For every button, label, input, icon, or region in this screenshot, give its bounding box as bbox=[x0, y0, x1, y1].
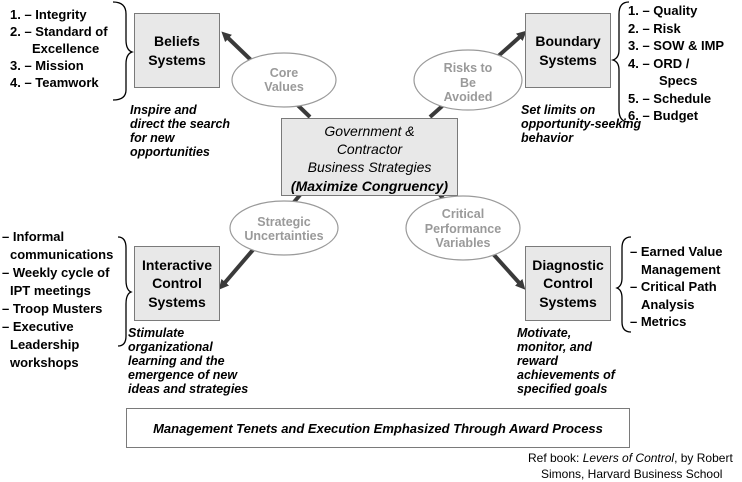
list-item: – Metrics bbox=[630, 314, 687, 329]
interactive-description: Stimulate organizational learning and th… bbox=[128, 326, 249, 396]
list-item: workshops bbox=[10, 355, 79, 370]
list-item: 1. – Integrity bbox=[10, 7, 87, 22]
ellipse-core-values bbox=[231, 52, 337, 108]
list-item: – Executive bbox=[2, 319, 74, 334]
list-item: – Earned Value bbox=[630, 244, 723, 259]
boundary-list: 1. – Quality 2. – Risk 3. – SOW & IMP 4.… bbox=[628, 2, 724, 125]
list-item: 4. – ORD / bbox=[628, 55, 690, 71]
list-item: communications bbox=[10, 247, 114, 262]
list-item: – Critical Path bbox=[630, 279, 717, 294]
diagnostic-list: – Earned Value Management – Critical Pat… bbox=[630, 243, 723, 331]
ellipse-critical bbox=[405, 195, 521, 261]
list-item: 2. – Standard of bbox=[10, 24, 108, 39]
ellipse-strategic bbox=[229, 200, 339, 256]
list-item: – Weekly cycle of bbox=[2, 265, 110, 280]
list-item: 5. – Schedule bbox=[628, 90, 712, 106]
beliefs-description: Inspire and direct the search for new op… bbox=[130, 103, 231, 159]
center-strategy-box: Government & Contractor Business Strateg… bbox=[281, 118, 458, 196]
boundary-description: Set limits on opportunity-seeking behavi… bbox=[521, 103, 642, 145]
bracket-interactive bbox=[117, 236, 133, 347]
list-item: 3. – SOW & IMP bbox=[628, 38, 725, 53]
beliefs-list: 1. – Integrity 2. – Standard of Excellen… bbox=[10, 6, 108, 91]
diagnostic-description: Motivate, monitor, and reward achievemen… bbox=[517, 326, 615, 396]
reference-note: Ref book: Levers of Control, by Robert S… bbox=[528, 451, 733, 481]
list-item: Analysis bbox=[641, 296, 695, 312]
list-item: 6. – Budget bbox=[628, 108, 699, 123]
list-item: Leadership bbox=[10, 337, 80, 352]
bracket-boundary bbox=[610, 1, 630, 123]
list-item: – Troop Musters bbox=[2, 301, 103, 316]
list-item: IPT meetings bbox=[10, 283, 91, 298]
list-item: Management bbox=[641, 261, 721, 277]
list-item: 3. – Mission bbox=[10, 58, 84, 73]
award-process-banner: Management Tenets and Execution Emphasiz… bbox=[126, 408, 630, 448]
list-item: Excellence bbox=[32, 41, 100, 56]
ellipse-risks bbox=[413, 49, 523, 111]
list-item: 4. – Teamwork bbox=[10, 75, 99, 90]
interactive-list: – Informal communications – Weekly cycle… bbox=[2, 228, 113, 372]
list-item: 2. – Risk bbox=[628, 20, 681, 36]
list-item: 1. – Quality bbox=[628, 3, 698, 18]
bracket-beliefs bbox=[112, 1, 135, 101]
list-item: Specs bbox=[659, 73, 698, 88]
bracket-diagnostic bbox=[615, 236, 632, 333]
list-item: – Informal bbox=[2, 229, 65, 244]
